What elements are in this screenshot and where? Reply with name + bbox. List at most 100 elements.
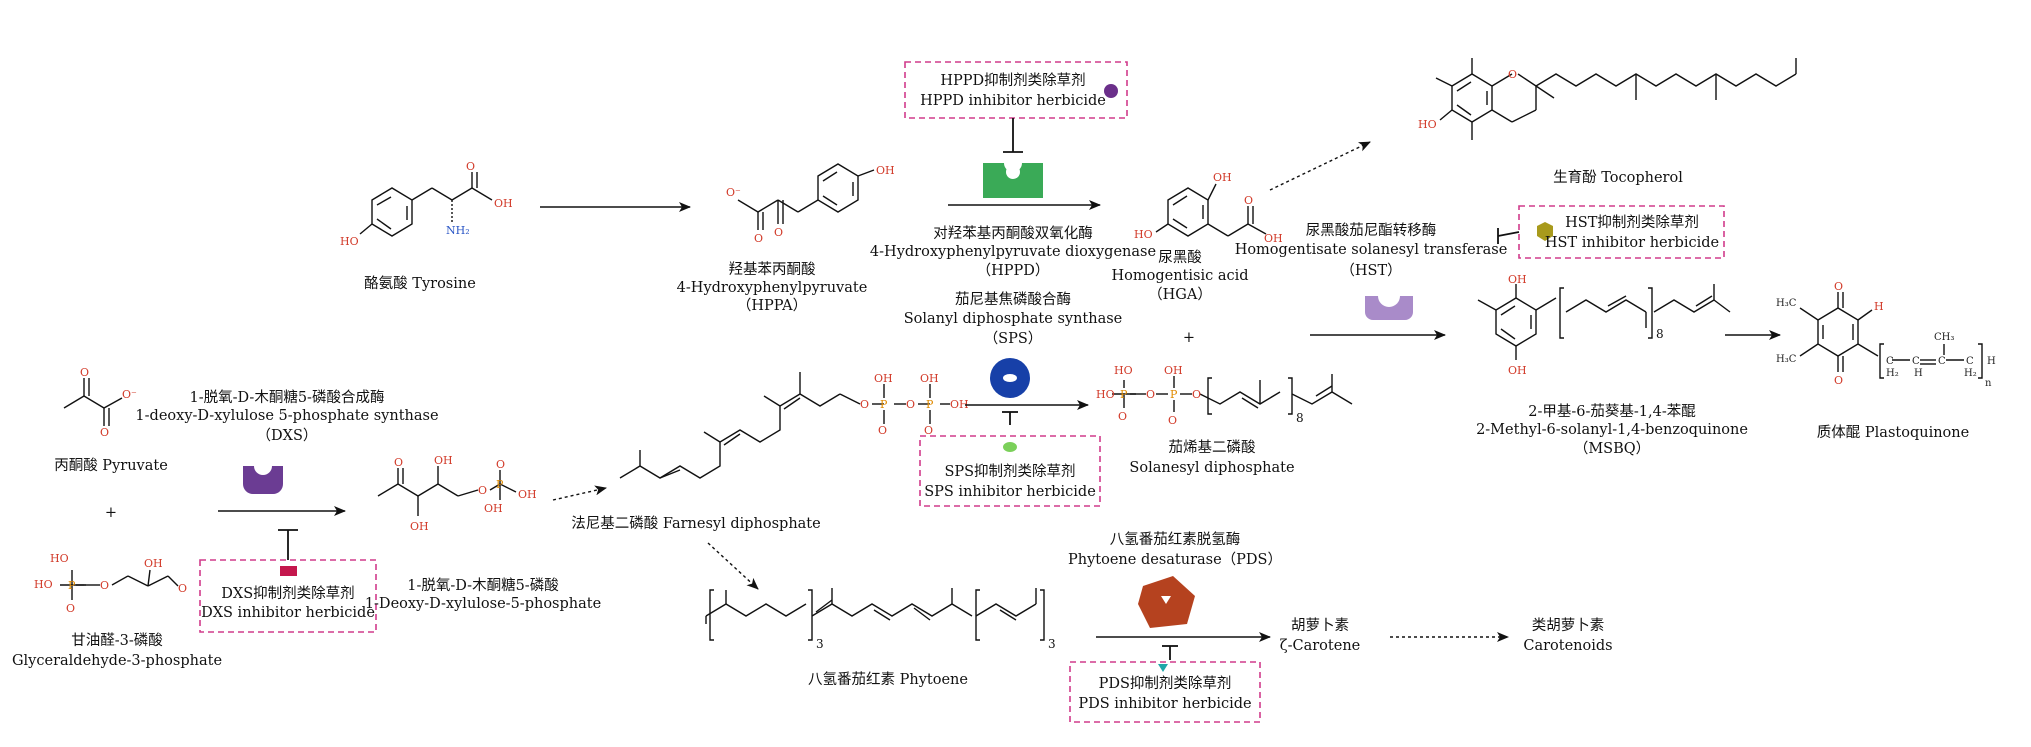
tocopherol-label: 生育酚 Tocopherol [1553, 169, 1683, 186]
atom-ho: HO [340, 235, 359, 248]
atom-o: O [100, 579, 109, 592]
hppd-enzyme-en: 4-Hydroxyphenylpyruvate dioxygenase [870, 244, 1156, 260]
hppd-enzyme-abbr: （HPPD） [977, 262, 1050, 279]
dxp-label-en: 1-Deoxy-D-xylulose-5-phosphate [365, 596, 601, 612]
atom-p: P [880, 398, 888, 411]
atom-o: O [466, 160, 475, 173]
atom-o: O [1508, 68, 1517, 81]
atom-oh: OH [494, 197, 513, 210]
pds-inhibitor-icon [1158, 664, 1168, 672]
tyrosine-structure: O OH NH₂ HO [340, 160, 513, 248]
dxs-enzyme-en: 1-deoxy-D-xylulose 5-phosphate synthase [135, 408, 438, 424]
pds-enzyme-cn: 八氢番茄红素脱氢酶 [1110, 531, 1241, 548]
tyrosine-label: 酪氨酸 Tyrosine [364, 275, 476, 292]
atom-o: O [1244, 194, 1253, 207]
atom-oh: OH [1213, 171, 1232, 184]
atom-o: O [774, 226, 783, 239]
atom-p: P [1170, 388, 1178, 401]
atom-ho: HO [1418, 118, 1437, 131]
dxs-enzyme-cn: 1-脱氧-D-木酮糖5-磷酸合成酶 [190, 389, 385, 406]
sps-inhibitor-cn: SPS抑制剂类除草剂 [944, 463, 1075, 480]
msbq-label-cn: 2-甲基-6-茄葵基-1,4-苯醌 [1528, 403, 1696, 420]
hst-enzyme-cn: 尿黑酸茄尼酯转移酶 [1306, 222, 1437, 239]
zcarotene-label-en: ζ-Carotene [1280, 638, 1361, 654]
atom-ho: HO [34, 578, 53, 591]
hga-structure: OH HO O OH [1134, 171, 1283, 245]
atom-p: P [68, 579, 76, 592]
atom-ho: HO [50, 552, 69, 565]
atom-ch3: CH₃ [1934, 332, 1954, 343]
atom-o: O [924, 424, 933, 437]
atom-oh: OH [950, 398, 969, 411]
sps-enzyme-cn: 茄尼基焦磷酸合酶 [955, 291, 1071, 308]
carotenoids-label-cn: 类胡萝卜素 [1532, 617, 1605, 634]
arrow-fpp-phytoene [707, 542, 759, 590]
dxs-inhibitor-en: DXS inhibitor herbicide [201, 605, 375, 621]
atom-o: O [496, 458, 505, 471]
atom-oh: OH [920, 372, 939, 385]
atom-o: O [1834, 280, 1843, 293]
atom-o: O [178, 582, 187, 595]
sps-enzyme-en: Solanyl diphosphate synthase [904, 311, 1123, 327]
atom-o: O [66, 602, 75, 615]
arrow-hga-tocopherol [1269, 141, 1371, 191]
atom-ho: HO [1114, 364, 1133, 377]
phytoene-structure: 3 3 [705, 588, 1056, 651]
pds-inhibitor-box [1069, 661, 1261, 723]
atom-oh: OH [144, 557, 163, 570]
plastoquinone-label: 质体醌 Plastoquinone [1817, 424, 1969, 441]
sub-n: n [1985, 378, 1992, 389]
zcarotene-label-cn: 胡萝卜素 [1291, 617, 1349, 634]
pds-inhibitor-en: PDS inhibitor herbicide [1078, 696, 1251, 712]
g3p-label-en: Glyceraldehyde-3-phosphate [12, 653, 222, 669]
atom-p: P [1120, 388, 1128, 401]
atom-o: O [754, 232, 763, 245]
sps-inhibitor-en: SPS inhibitor herbicide [924, 484, 1096, 500]
atom-oh: OH [1508, 273, 1527, 286]
atom-oh: OH [876, 164, 895, 177]
hppa-label-en: 4-Hydroxyphenylpyruvate [677, 280, 868, 296]
sps-inhibitor-icon [1003, 442, 1017, 452]
atom-oh: OH [410, 520, 429, 533]
atom-oh: OH [434, 454, 453, 467]
atom-o: O [906, 398, 915, 411]
atom-ho: HO [1096, 388, 1115, 401]
sps-inhibitor-box [919, 435, 1101, 507]
msbq-structure: OH OH 8 [1477, 273, 1731, 377]
hppd-enzyme-icon [983, 163, 1043, 198]
atom-h: H [1874, 300, 1884, 313]
hppd-inhibitor-en: HPPD inhibitor herbicide [920, 93, 1106, 109]
sdp-label-en: Solanesyl diphosphate [1129, 460, 1294, 476]
msbq-label-abbr: （MSBQ） [1574, 440, 1650, 457]
hga-label-abbr: （HGA） [1148, 286, 1212, 303]
hst-enzyme-abbr: （HST） [1340, 262, 1401, 279]
atom-oh: OH [484, 502, 503, 515]
pds-inhibitor-cn: PDS抑制剂类除草剂 [1099, 675, 1232, 692]
atom-o: O [80, 366, 89, 379]
atom-o: O [1118, 410, 1127, 423]
atom-o-minus: O⁻ [726, 186, 741, 199]
fpp-structure: O P OH O O P OH O OH [619, 372, 969, 479]
atom-oh: OH [874, 372, 893, 385]
plastoquinone-structure: O O H₃C H₃C H CH₃ C C C C H₂ H H₂ H n [1776, 280, 1996, 389]
dxs-enzyme-abbr: （DXS） [257, 427, 318, 444]
tocopherol-structure: O HO [1418, 58, 1797, 140]
atom-p: P [926, 398, 934, 411]
atom-o-minus: O⁻ [122, 388, 137, 401]
dxs-inhibitor-icon [280, 566, 297, 576]
fpp-label: 法尼基二磷酸 Farnesyl diphosphate [571, 515, 820, 532]
atom-o: O [878, 424, 887, 437]
hga-label-cn: 尿黑酸 [1158, 249, 1202, 266]
atom-p: P [496, 478, 504, 491]
atom-h3c: H₃C [1776, 298, 1797, 309]
sps-enzyme-abbr: （SPS） [984, 330, 1043, 347]
atom-c: C [1886, 356, 1894, 367]
atom-h: H [1987, 356, 1996, 367]
atom-o: O [100, 426, 109, 439]
hst-enzyme-en: Homogentisate solanesyl transferase [1235, 242, 1508, 258]
pyruvate-structure: O O O⁻ [63, 366, 137, 439]
atom-c: C [1938, 356, 1946, 367]
sdp-label-cn: 茄烯基二磷酸 [1169, 439, 1256, 456]
hppd-enzyme-cn: 对羟苯基丙酮酸双氧化酶 [933, 225, 1093, 242]
